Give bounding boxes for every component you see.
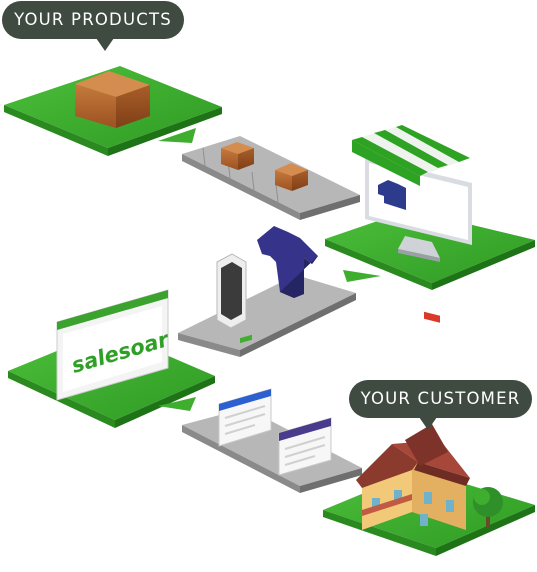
browser-ad-icon: salesoar: [56, 289, 173, 401]
tree-icon: [473, 487, 503, 528]
arrow-icon: [343, 270, 381, 282]
your-products-label: YOUR PRODUCTS: [2, 1, 184, 51]
web-page-icon: [278, 417, 332, 476]
house-icon: [356, 424, 470, 530]
product-box-icon: [75, 71, 150, 128]
product-box-icon: [275, 163, 308, 191]
shirt-icon: [378, 180, 406, 210]
your-customer-label: YOUR CUSTOMER: [349, 380, 532, 430]
monitor-icon: [365, 157, 472, 262]
conveyor-belt: [182, 408, 362, 493]
product-box-icon: [221, 142, 254, 170]
price-tag-icon: [424, 311, 440, 323]
conveyor-belt: [178, 275, 356, 357]
arrow-icon: [158, 397, 196, 411]
shop-awning-icon: [352, 125, 470, 186]
conveyor-belt: [182, 136, 360, 220]
shirt-icon: [257, 226, 318, 298]
smartphone-icon: [216, 253, 247, 329]
web-page-icon: [218, 334, 272, 447]
arrow-icon: [158, 128, 196, 143]
